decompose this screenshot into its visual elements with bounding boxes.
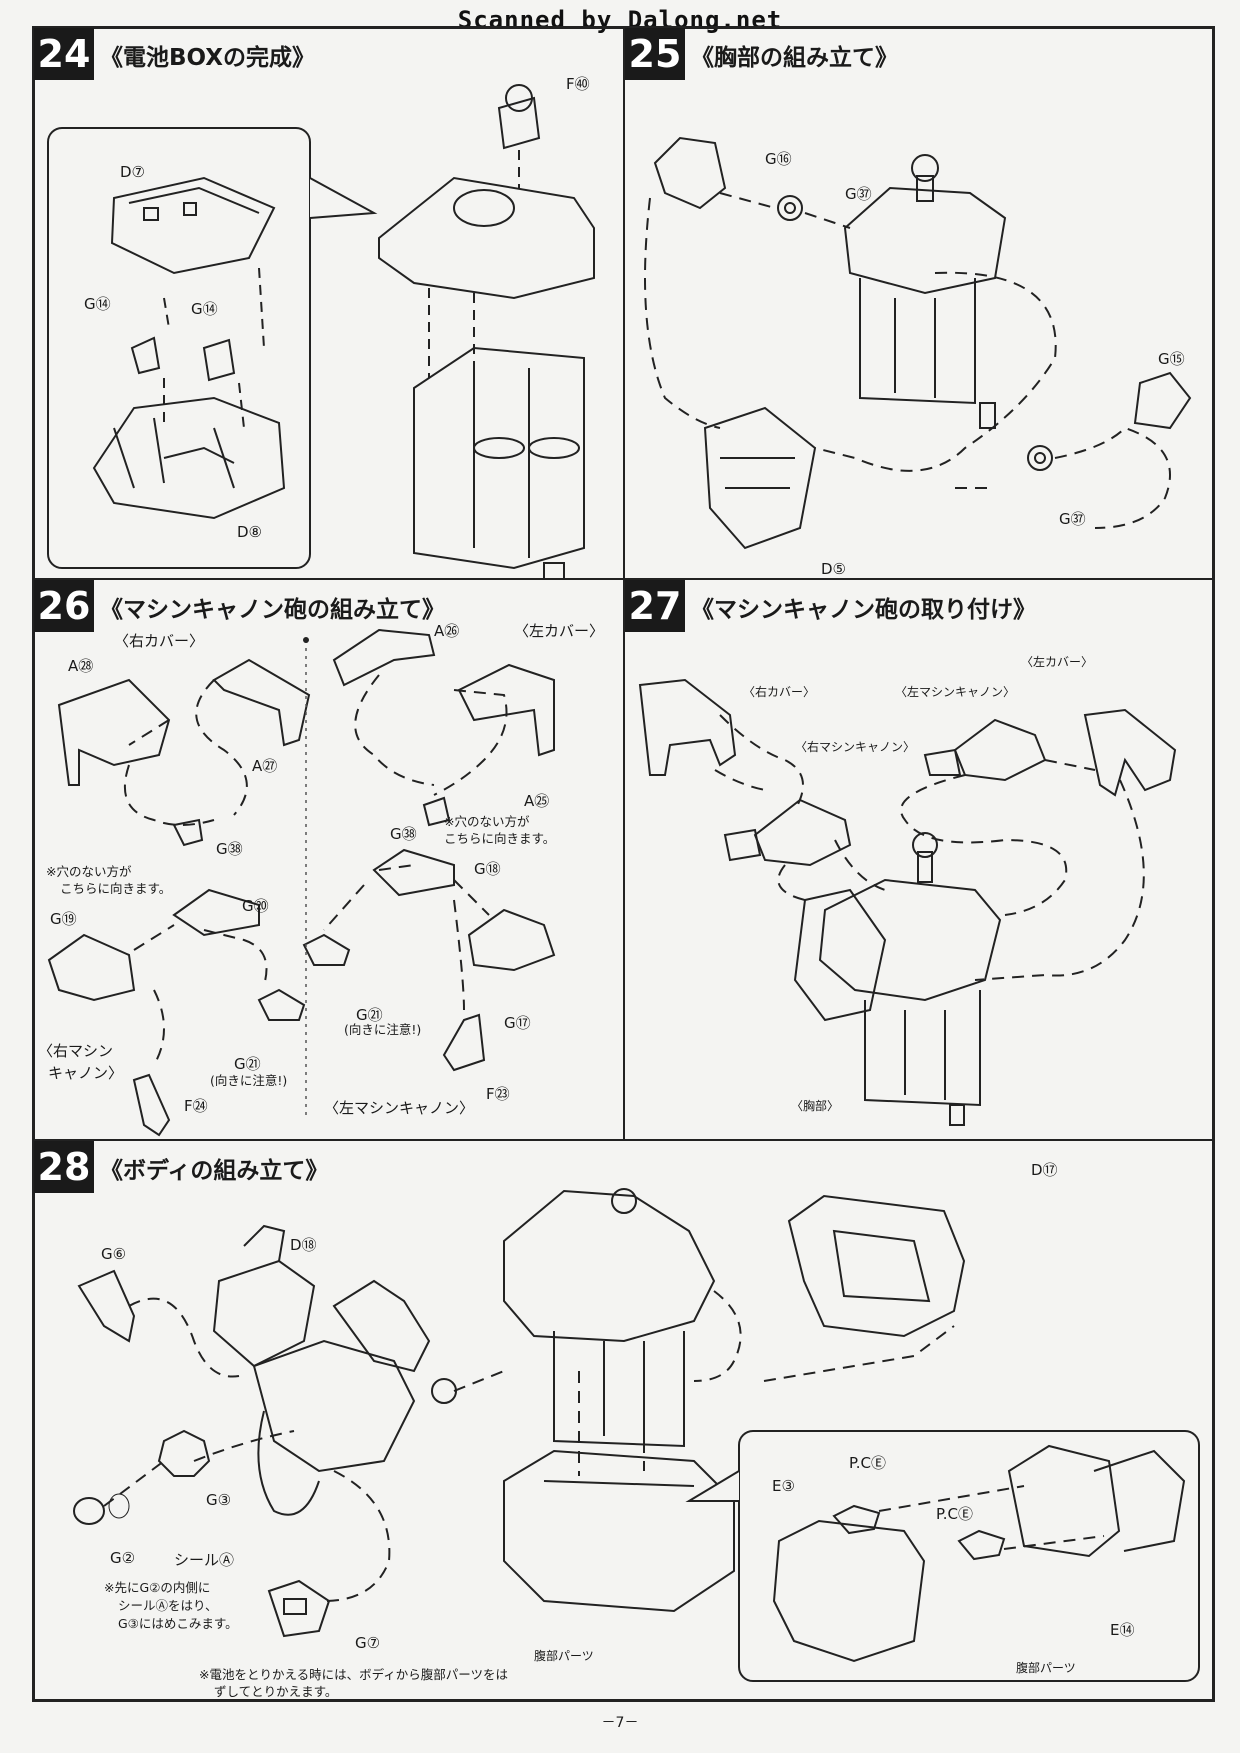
step-title: 《電池BOXの完成》 bbox=[100, 45, 315, 71]
part-label-d8: D⑧ bbox=[237, 523, 262, 541]
label-right-machine-cannon-2: キャノン〉 bbox=[48, 1064, 124, 1082]
step-26-panel: 26 《マシンキャノン砲の組み立て》 bbox=[32, 578, 625, 1141]
part-label-e14: E⑭ bbox=[1110, 1621, 1135, 1639]
step-24-diagram bbox=[47, 84, 595, 578]
page-number: －7－ bbox=[601, 1715, 639, 1731]
part-label-g14-right: G⑭ bbox=[191, 300, 218, 318]
caution-right: (向きに注意!) bbox=[344, 1022, 422, 1037]
label-chest: 〈胸部〉 bbox=[791, 1099, 840, 1113]
step-title: 《胸部の組み立て》 bbox=[691, 45, 898, 71]
note-battery-1: ※電池をとりかえる時には、ボディから腹部パーツをは bbox=[199, 1667, 508, 1682]
note-seal-1: ※先にG②の内側に bbox=[104, 1580, 211, 1595]
part-label-g15: G⑮ bbox=[1158, 350, 1185, 368]
label-right-cover: 〈右カバー〉 bbox=[743, 685, 816, 699]
note-seal-3: G③にはめこみます。 bbox=[118, 1616, 238, 1631]
step-title: 《マシンキャノン砲の取り付け》 bbox=[691, 597, 1036, 623]
step-title: 《ボディの組み立て》 bbox=[100, 1158, 329, 1184]
step-24-panel: 24 《電池BOXの完成》 bbox=[32, 26, 625, 580]
part-label-g19: G⑲ bbox=[50, 910, 77, 928]
label-left-cover: 〈左カバー〉 bbox=[514, 622, 605, 640]
step-25-panel: 25 《胸部の組み立て》 G⑯ bbox=[623, 26, 1215, 580]
note-right-2: こちらに向きます。 bbox=[60, 881, 172, 896]
part-label-g38-left: G㊳ bbox=[216, 840, 243, 858]
part-label-g21-left: G㉑ bbox=[234, 1055, 261, 1073]
part-label-g6: G⑥ bbox=[101, 1245, 127, 1263]
part-label-d7: D⑦ bbox=[120, 163, 145, 181]
part-label-f24: F㉔ bbox=[184, 1097, 208, 1115]
part-label-g18: G⑱ bbox=[474, 860, 501, 878]
part-label-a25: A㉕ bbox=[524, 792, 550, 810]
note-right-1: ※穴のない方が bbox=[46, 864, 132, 879]
label-left-cover: 〈左カバー〉 bbox=[1021, 655, 1094, 669]
part-label-e3: E③ bbox=[772, 1477, 795, 1495]
step-27-panel: 27 《マシンキャノン砲の取り付け》 bbox=[623, 578, 1215, 1141]
part-label-g3: G③ bbox=[206, 1491, 232, 1509]
step-number: 25 bbox=[625, 28, 685, 80]
part-label-a26: A㉖ bbox=[434, 622, 460, 640]
step-28-diagram bbox=[73, 1188, 1200, 1682]
part-label-g16: G⑯ bbox=[765, 150, 792, 168]
label-abdomen-inset: 腹部パーツ bbox=[1016, 1661, 1076, 1675]
part-label-f23: F㉓ bbox=[486, 1085, 510, 1103]
label-left-machine-cannon: 〈左マシンキャノン〉 bbox=[895, 685, 1016, 699]
part-label-d5: D⑤ bbox=[821, 560, 846, 578]
step-27-diagram bbox=[638, 678, 1177, 1126]
part-label-a27: A㉗ bbox=[252, 757, 278, 775]
label-left-machine-cannon: 〈左マシンキャノン〉 bbox=[324, 1099, 475, 1117]
note-seal-2: シールⒶをはり、 bbox=[118, 1598, 218, 1613]
part-label-g2: G② bbox=[110, 1549, 136, 1567]
note-left-1: ※穴のない方が bbox=[444, 814, 530, 829]
step-number: 24 bbox=[34, 28, 94, 80]
part-label-g20: G⑳ bbox=[242, 897, 269, 915]
part-label-pce-lower: P.CⒺ bbox=[936, 1505, 973, 1523]
label-right-cover: 〈右カバー〉 bbox=[114, 632, 205, 650]
label-abdomen: 腹部パーツ bbox=[534, 1649, 594, 1663]
step-title: 《マシンキャノン砲の組み立て》 bbox=[100, 597, 445, 623]
part-label-g37-upper: G㊲ bbox=[845, 185, 872, 203]
part-label-g37-lower: G㊲ bbox=[1059, 510, 1086, 528]
part-label-g17: G⑰ bbox=[504, 1014, 531, 1032]
step-number: 27 bbox=[625, 580, 685, 632]
scan-watermark: Scanned by Dalong.net bbox=[457, 6, 783, 34]
note-battery-2: ずしてとりかえます。 bbox=[214, 1684, 338, 1699]
note-left-2: こちらに向きます。 bbox=[444, 831, 556, 846]
part-label-pce-upper: P.CⒺ bbox=[849, 1454, 886, 1472]
part-label-g38-right: G㊳ bbox=[390, 825, 417, 843]
caution-left: (向きに注意!) bbox=[210, 1073, 288, 1088]
part-label-d17: D⑰ bbox=[1031, 1161, 1058, 1179]
part-label-g7: G⑦ bbox=[355, 1634, 381, 1652]
part-label-a28: A㉘ bbox=[68, 657, 94, 675]
part-label-f40: F㊵ bbox=[566, 75, 590, 93]
label-right-machine-cannon-1: 〈右マシン bbox=[38, 1042, 114, 1060]
step-28-panel: 28 《ボディの組み立て》 bbox=[32, 1139, 1215, 1702]
part-label-g21-right: G㉑ bbox=[356, 1006, 383, 1024]
step-number: 26 bbox=[34, 580, 94, 632]
label-seal-a: シールⒶ bbox=[174, 1551, 235, 1569]
label-right-machine-cannon: 〈右マシンキャノン〉 bbox=[795, 740, 916, 754]
part-label-d18: D⑱ bbox=[290, 1236, 317, 1254]
step-26-diagram bbox=[47, 628, 556, 1137]
step-number: 28 bbox=[34, 1141, 94, 1193]
part-label-g14-left: G⑭ bbox=[84, 295, 111, 313]
step-25-diagram bbox=[644, 136, 1192, 550]
